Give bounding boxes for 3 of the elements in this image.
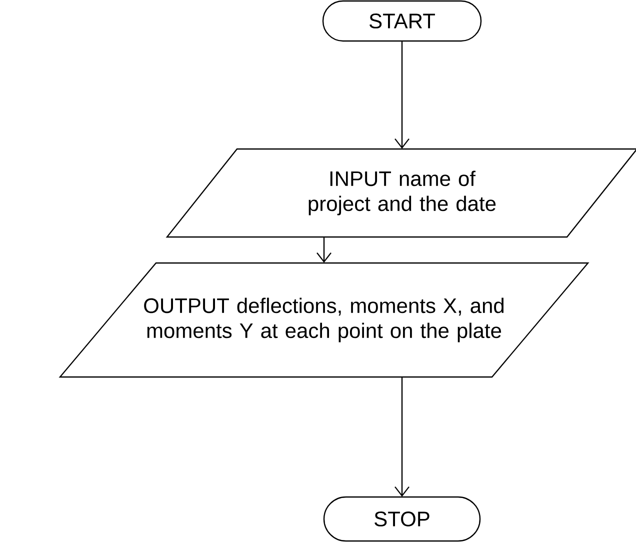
- arrow: [316, 237, 332, 263]
- arrow: [394, 377, 410, 497]
- arrow: [394, 41, 410, 149]
